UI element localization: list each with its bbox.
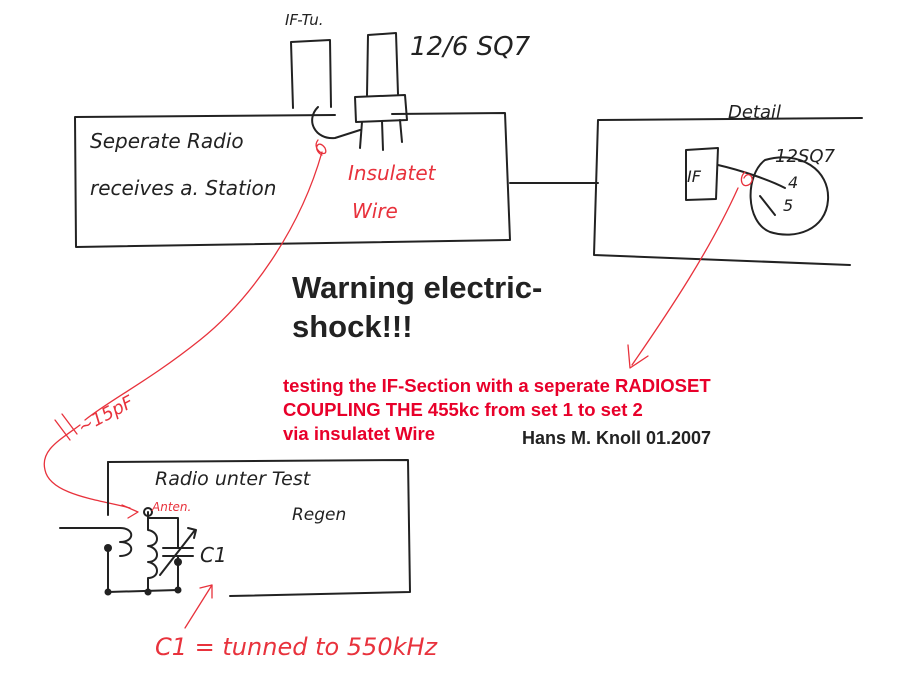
caption: testing the IF-Section with a seperate R…	[283, 374, 711, 446]
detail-tube-label: 12SQ7	[775, 146, 835, 167]
caption-line-3: via insulatet Wire	[283, 423, 435, 444]
junction-dot	[174, 586, 182, 594]
if-tube-label: IF-Tu.	[285, 11, 323, 29]
caption-line-1: testing the IF-Section with a seperate R…	[283, 375, 711, 396]
c1-label: C1	[200, 543, 227, 567]
detail-pointer-arrow	[627, 171, 753, 369]
separate-radio-label-1: Seperate Radio	[90, 129, 244, 153]
author-credit: Hans M. Knoll 01.2007	[522, 428, 712, 448]
antenna-label: Anten.	[151, 500, 191, 514]
detail-label: Detail	[728, 102, 781, 123]
separate-radio-box	[74, 112, 599, 248]
junction-dot	[144, 588, 152, 596]
junction-dot	[174, 558, 182, 566]
if-tube	[290, 39, 332, 109]
capacitor-label: ~15pF	[74, 392, 137, 439]
tube-12sq7	[311, 32, 408, 151]
insulated-wire	[43, 139, 327, 519]
warning-heading: Warning electric- shock!!!	[292, 268, 542, 346]
c1-tuning-note: C1 = tunned to 550kHz	[155, 633, 439, 661]
separate-radio-label-2: receives a. Station	[90, 176, 276, 200]
detail-if-label: IF	[687, 167, 702, 186]
radio-under-test-label: Radio unter Test	[155, 468, 312, 490]
insulated-wire-label-1: Insulatet	[348, 161, 437, 185]
junction-dot	[104, 588, 112, 596]
regen-label: Regen	[292, 505, 346, 525]
coupling-capacitor	[54, 413, 78, 441]
pin-4-label: 4	[788, 173, 798, 192]
junction-dot	[104, 544, 112, 552]
warning-line-1: Warning electric-	[292, 270, 543, 305]
detail-box	[593, 117, 863, 266]
c1-pointer-arrow	[184, 584, 213, 629]
warning-line-2: shock!!!	[292, 309, 413, 344]
caption-line-2: COUPLING THE 455kc from set 1 to set 2	[283, 399, 643, 420]
antenna-terminal	[143, 507, 153, 517]
pin-5-label: 5	[783, 196, 793, 215]
tube-12sq7-label: 12/6 SQ7	[410, 32, 531, 62]
insulated-wire-label-2: Wire	[352, 199, 398, 223]
